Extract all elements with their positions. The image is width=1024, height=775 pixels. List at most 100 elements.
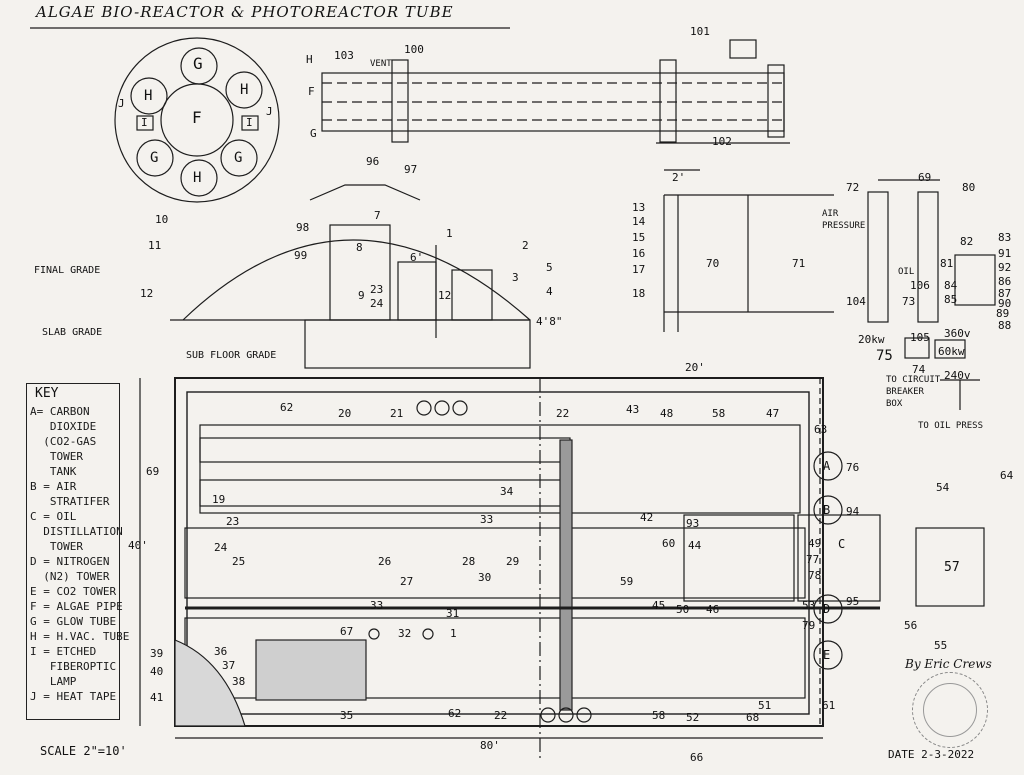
plan-number: 20 — [338, 407, 352, 420]
oil-label: 89 — [996, 307, 1010, 320]
plan-number: 30 — [478, 571, 492, 584]
photoreactor-tube — [321, 39, 790, 144]
plan-number: 44 — [688, 539, 702, 552]
oil-label: 75 — [876, 348, 893, 364]
plan-number: 59 — [620, 575, 634, 588]
seal-inner-ring — [923, 683, 977, 737]
oil-system-schematic — [867, 179, 996, 410]
section-dimension: 4'8" — [536, 315, 563, 328]
plan-number: 48 — [660, 407, 674, 420]
glow-tube-label: G — [193, 54, 203, 73]
tower-label: A — [823, 459, 831, 473]
oil-label: 86 — [998, 275, 1012, 288]
section-label: FINAL GRADE — [34, 265, 101, 276]
oil-label: 360v — [944, 327, 971, 340]
plan-number: 43 — [626, 403, 640, 416]
section-number: 9 — [358, 289, 365, 302]
plan-number: 93 — [686, 517, 700, 530]
section-number: 12 — [438, 289, 452, 302]
section-number: 10 — [155, 213, 169, 226]
oil-label: 87 — [998, 287, 1012, 300]
oil-label: 82 — [960, 235, 974, 248]
key-line: DIOXIDE — [30, 420, 97, 433]
oil-label: 80 — [962, 181, 976, 194]
key-line: LAMP — [30, 675, 77, 688]
oil-label: 83 — [998, 231, 1012, 244]
section-number: 98 — [296, 221, 310, 234]
section-number: 7 — [374, 209, 381, 222]
lamp-label: I — [246, 116, 253, 129]
plan-number: 51 — [758, 699, 772, 712]
key-line: C = OIL — [30, 510, 77, 523]
plan-dimension: 40' — [128, 539, 148, 552]
plan-number: 63 — [814, 423, 828, 436]
greenhouse-section — [170, 184, 531, 369]
tower-label: D — [823, 602, 831, 616]
plan-number: 36 — [214, 645, 228, 658]
oil-label: TO OIL PRESS — [918, 421, 984, 431]
plan-number: 60 — [662, 537, 676, 550]
oil-label: 72 — [846, 181, 860, 194]
oil-label: 92 — [998, 261, 1012, 274]
section-number: 3 — [512, 271, 519, 284]
section-number: 1 — [446, 227, 453, 240]
oil-label: 88 — [998, 319, 1012, 332]
key-line: I = ETCHED — [30, 645, 97, 658]
key-line: (N2) TOWER — [30, 570, 110, 583]
floor-plan — [139, 377, 985, 760]
plan-number: 52 — [686, 711, 700, 724]
plan-number: 53 — [802, 599, 816, 612]
oil-label: 84 — [944, 279, 958, 292]
plan-number: 21 — [390, 407, 404, 420]
hvac-tube-label: H — [144, 88, 153, 104]
plan-number: 41 — [150, 691, 164, 704]
key-line: STRATIFER — [30, 495, 110, 508]
plan-number: 58 — [712, 407, 726, 420]
section-number: 12 — [140, 287, 154, 300]
plan-number: 35 — [340, 709, 354, 722]
glow-tube-label: G — [234, 150, 243, 166]
key-line: G = GLOW TUBE — [30, 615, 117, 628]
wall-number: 13 — [632, 201, 646, 214]
hvac-tube-label: H — [240, 82, 249, 98]
tower-label: C — [838, 537, 846, 551]
plan-number: 68 — [746, 711, 760, 724]
plan-number: 47 — [766, 407, 780, 420]
plan-number: 66 — [690, 751, 704, 764]
tower-label: E — [823, 648, 831, 662]
section-number: 99 — [294, 249, 308, 262]
wall-number: 15 — [632, 231, 646, 244]
wall-number: 18 — [632, 287, 646, 300]
oil-label: 104 — [846, 295, 866, 308]
tower-label: B — [823, 503, 831, 517]
plan-number: 45 — [652, 599, 666, 612]
plan-number: 1 — [450, 627, 457, 640]
plan-number: 78 — [808, 569, 822, 582]
section-number: 8 — [356, 241, 363, 254]
key-heading: KEY — [35, 386, 59, 401]
section-label: SUB FLOOR GRADE — [186, 350, 277, 361]
plan-number: 57 — [944, 560, 960, 575]
plan-number: 46 — [706, 603, 720, 616]
tube-label: H — [306, 53, 313, 66]
plan-number: 69 — [146, 465, 160, 478]
plan-dimension: 80' — [480, 739, 500, 752]
tube-label: 100 — [404, 43, 424, 56]
section-number: 11 — [148, 239, 162, 252]
key-line: F = ALGAE PIPE — [30, 600, 123, 613]
tube-label: VENT — [370, 59, 392, 69]
plan-number: 22 — [494, 709, 508, 722]
plan-number: 34 — [500, 485, 514, 498]
tube-label: F — [308, 85, 315, 98]
plan-number: 26 — [378, 555, 392, 568]
oil-label: 90 — [998, 297, 1012, 310]
glow-tube-label: G — [150, 150, 159, 166]
plan-number: 67 — [340, 625, 354, 638]
section-number: 5 — [546, 261, 553, 274]
plan-number: 54 — [936, 481, 950, 494]
plan-number: 24 — [214, 541, 228, 554]
plan-number: 23 — [226, 515, 240, 528]
section-number: 24 — [370, 297, 384, 310]
plan-number: 61 — [822, 699, 836, 712]
